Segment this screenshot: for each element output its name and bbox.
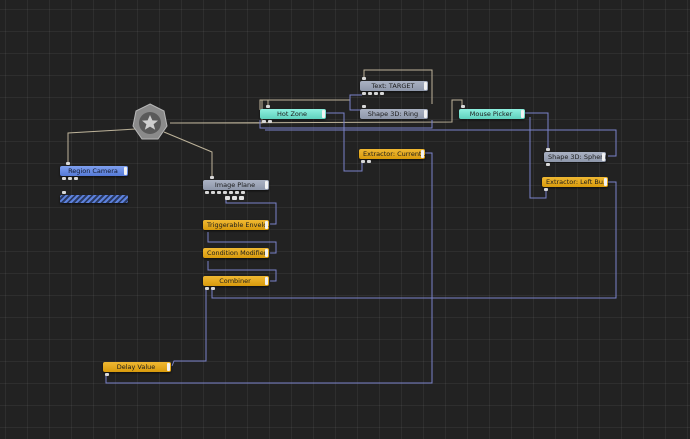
node-delay-value-label: Delay Value <box>116 363 156 371</box>
input-port[interactable] <box>210 176 214 179</box>
output-port[interactable] <box>544 188 548 191</box>
wire-picker-to-sphere <box>520 112 549 150</box>
wire-extractor-current-to-delay <box>105 152 433 384</box>
output-port[interactable] <box>361 160 365 163</box>
node-extractor-left-label: Extractor: Left Bu... <box>546 178 608 186</box>
node-cap <box>521 110 524 118</box>
node-triggerable-envelope-label: Triggerable Envelo... <box>207 221 269 229</box>
scene-root-star-icon[interactable] <box>130 102 170 142</box>
output-port[interactable] <box>368 92 372 95</box>
node-region-camera-label: Region Camera <box>68 167 118 175</box>
output-port[interactable] <box>211 191 215 194</box>
node-condition-modifier[interactable]: Condition Modifier <box>203 248 269 258</box>
output-port[interactable] <box>546 163 550 166</box>
input-port[interactable] <box>362 77 366 80</box>
wire-hotzone-to-extractor <box>326 112 363 172</box>
wire-combiner-to-delay <box>171 289 207 367</box>
output-port[interactable] <box>74 177 78 180</box>
node-shape-sphere-label: Shape 3D: Sphere <box>548 153 606 161</box>
node-combiner-label: Combiner <box>219 277 251 285</box>
output-port[interactable] <box>105 373 109 376</box>
input-port[interactable] <box>546 148 550 151</box>
wire-extractor-left-to-combiner <box>211 181 617 299</box>
wire-imageplane-to-triggerable <box>225 198 277 225</box>
wire-hub-shape-ring <box>259 99 350 110</box>
wire-hub-hot-zone <box>170 99 269 124</box>
wire-hub-text-target <box>363 69 433 104</box>
node-combiner[interactable]: Combiner <box>203 276 269 286</box>
output-port[interactable] <box>205 287 209 290</box>
node-cap <box>421 150 424 158</box>
node-shape-ring[interactable]: Shape 3D: Ring <box>360 109 428 119</box>
node-cap <box>124 167 127 175</box>
node-cap <box>167 363 170 371</box>
wire-condition-to-combiner <box>207 261 277 282</box>
node-triggerable-envelope[interactable]: Triggerable Envelo... <box>203 220 269 230</box>
output-port[interactable] <box>211 287 215 290</box>
node-text-target-label: Text: TARGET <box>371 82 415 90</box>
wire-triggerable-to-condition <box>207 232 277 254</box>
output-port[interactable] <box>217 191 221 194</box>
wire-hub-mouse-picker <box>169 99 463 124</box>
output-port[interactable] <box>262 120 266 123</box>
output-port[interactable] <box>268 120 272 123</box>
node-image-plane-label: Image Plane <box>214 181 256 189</box>
wire-hub-region-camera <box>67 128 137 164</box>
parameter-pin[interactable] <box>239 196 244 200</box>
node-image-plane[interactable]: Image Plane <box>203 180 269 190</box>
input-port[interactable] <box>266 105 270 108</box>
node-cap <box>604 178 607 186</box>
node-mouse-picker[interactable]: Mouse Picker <box>459 109 525 119</box>
node-cap <box>602 153 605 161</box>
input-port[interactable] <box>362 105 366 108</box>
node-cap <box>424 82 427 90</box>
input-port[interactable] <box>461 105 465 108</box>
node-shape-sphere[interactable]: Shape 3D: Sphere <box>544 152 606 162</box>
input-port[interactable] <box>66 162 70 165</box>
node-cap <box>265 181 268 189</box>
output-port[interactable] <box>62 177 66 180</box>
output-port[interactable] <box>374 92 378 95</box>
output-port[interactable] <box>205 191 209 194</box>
wire-picker-to-extractor-left <box>529 117 547 199</box>
output-port[interactable] <box>380 92 384 95</box>
output-port[interactable] <box>362 92 366 95</box>
output-port[interactable] <box>367 160 371 163</box>
node-mouse-picker-label: Mouse Picker <box>469 110 513 118</box>
node-delay-value[interactable]: Delay Value <box>103 362 171 372</box>
output-port[interactable] <box>68 177 72 180</box>
output-port[interactable] <box>223 191 227 194</box>
output-port[interactable] <box>241 191 245 194</box>
parameter-pin[interactable] <box>225 196 230 200</box>
output-port[interactable] <box>229 191 233 194</box>
wire-hub-image-plane <box>163 131 213 178</box>
node-cap <box>265 277 268 285</box>
node-cap <box>424 110 427 118</box>
wire-sphere-back <box>265 129 617 157</box>
wire-text-to-ring <box>349 94 362 111</box>
input-port[interactable] <box>62 191 66 194</box>
node-extractor-current-label: Extractor: Current... <box>363 150 425 158</box>
node-hot-zone-label: Hot Zone <box>276 110 308 118</box>
node-cap <box>322 110 325 118</box>
node-camera-output-strip[interactable] <box>60 195 128 203</box>
node-hot-zone[interactable]: Hot Zone <box>260 109 326 119</box>
output-port[interactable] <box>235 191 239 194</box>
node-shape-ring-label: Shape 3D: Ring <box>367 110 419 118</box>
node-condition-modifier-label: Condition Modifier <box>207 249 267 257</box>
node-text-target[interactable]: Text: TARGET <box>360 81 428 91</box>
node-extractor-current[interactable]: Extractor: Current... <box>359 149 425 159</box>
node-cap <box>265 221 268 229</box>
wire-ring-loop <box>259 120 433 129</box>
node-region-camera[interactable]: Region Camera <box>60 166 128 176</box>
parameter-pin[interactable] <box>232 196 237 200</box>
node-cap <box>265 249 268 257</box>
node-extractor-left-button[interactable]: Extractor: Left Bu... <box>542 177 608 187</box>
